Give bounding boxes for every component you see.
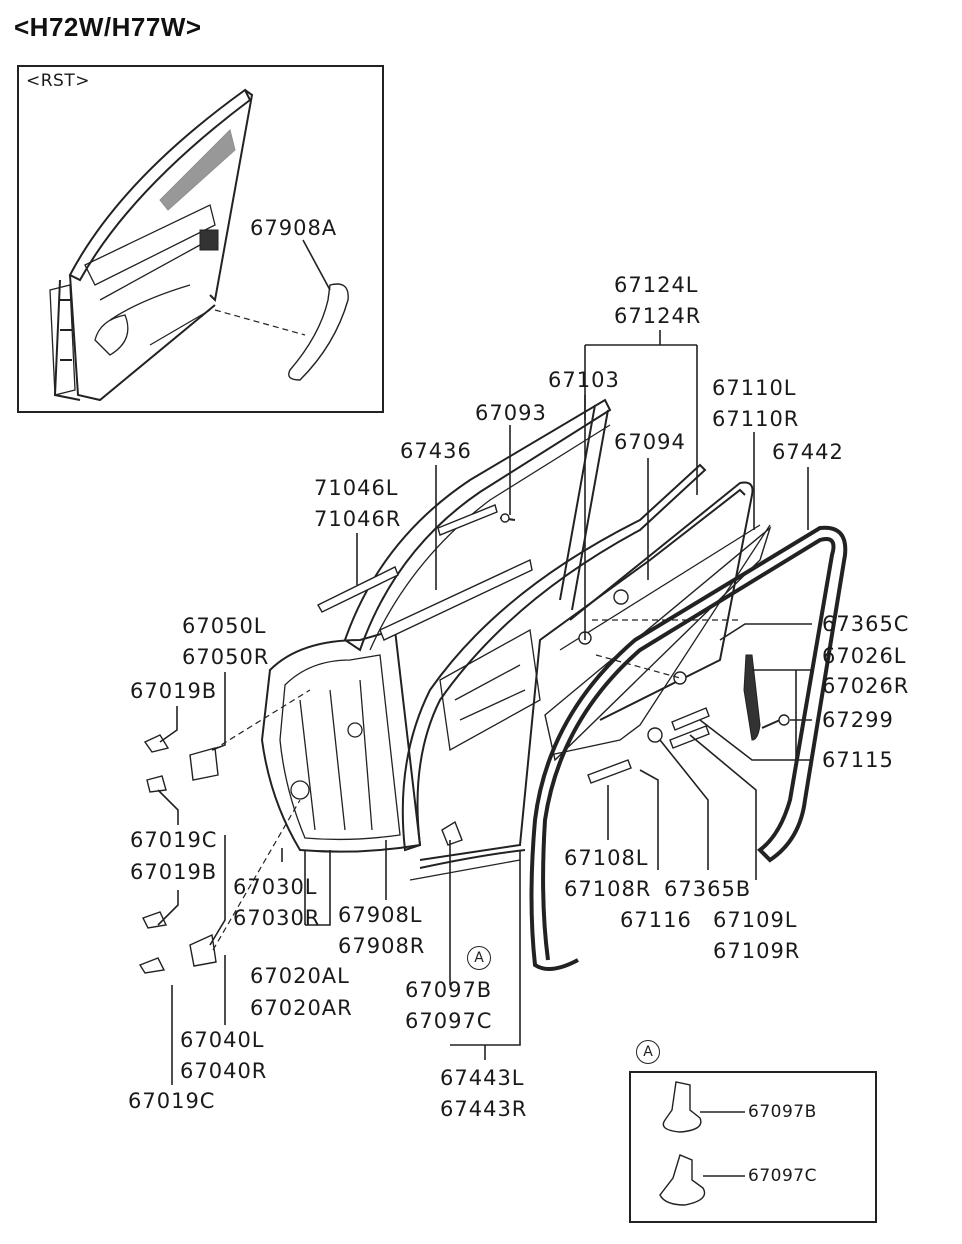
marker-a-circle: A [467,946,491,970]
part-label-67110r: 67110R [712,407,800,431]
model-title: <H72W/H77W> [14,12,202,42]
part-label-67443r: 67443R [440,1097,528,1121]
part-label-67103: 67103 [548,368,620,392]
part-label-67116: 67116 [620,908,692,932]
part-label-67030l: 67030L [233,875,318,899]
detail-label-67097b: 67097B [748,1102,817,1122]
part-label-71046r: 71046R [314,507,402,531]
part-label-67908r: 67908R [338,934,426,958]
inset-tag: <RST> [26,71,90,91]
part-label-67109r: 67109R [713,939,801,963]
part-label-67019b-top: 67019B [130,679,218,703]
part-label-67108l: 67108L [564,846,649,870]
part-label-67097c: 67097C [405,1009,493,1033]
part-label-67050l: 67050L [182,614,267,638]
part-label-67097b: 67097B [405,978,493,1002]
part-label-67365c: 67365C [822,612,910,636]
part-label-67094: 67094 [614,430,686,454]
part-label-67124r: 67124R [614,304,702,328]
part-label-67093: 67093 [475,401,547,425]
part-label-67436: 67436 [400,439,472,463]
detail-marker-a: A [636,1040,660,1064]
detail-label-67097c: 67097C [748,1166,817,1186]
part-label-67050r: 67050R [182,645,270,669]
part-label-67026l: 67026L [822,644,907,668]
part-label-67365b: 67365B [664,877,752,901]
inset-door-sketch [49,88,349,402]
part-label-67124l: 67124L [614,273,699,297]
part-label-67040r: 67040R [180,1059,268,1083]
leader-lines [157,330,812,1085]
main-door-drawing [138,398,848,974]
inset-box [17,65,384,413]
part-label-67908l: 67908L [338,903,423,927]
part-label-67020al: 67020AL [250,964,350,988]
part-label-67442: 67442 [772,440,844,464]
part-label-67019c-bottom: 67019C [128,1089,216,1113]
part-label-67020ar: 67020AR [250,996,353,1020]
part-label-67443l: 67443L [440,1066,525,1090]
part-label-67040l: 67040L [180,1028,265,1052]
detail-box-a [629,1071,877,1223]
hinge-parts [138,734,219,974]
part-label-71046l: 71046L [314,476,399,500]
part-label-67030r: 67030R [233,906,321,930]
part-label-67299: 67299 [822,708,894,732]
part-label-67115: 67115 [822,748,894,772]
part-label-67908a: 67908A [250,216,338,240]
part-label-67019c: 67019C [130,828,218,852]
part-label-67019b: 67019B [130,860,218,884]
part-label-67026r: 67026R [822,674,910,698]
part-label-67110l: 67110L [712,376,797,400]
part-label-67108r: 67108R [564,877,652,901]
part-label-67109l: 67109L [713,908,798,932]
